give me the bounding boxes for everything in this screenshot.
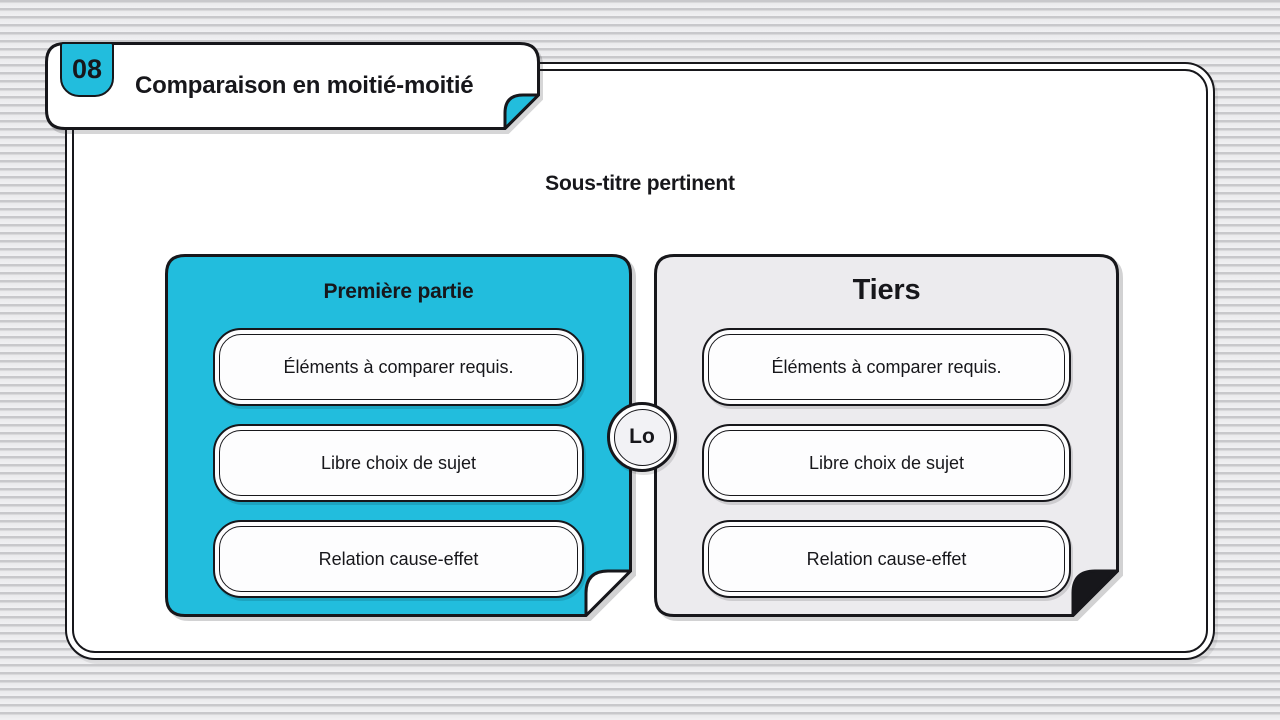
option-pill-label: Relation cause-effet (318, 548, 479, 569)
fold-corner-icon (503, 93, 540, 130)
slide-number-badge: 08 (60, 42, 114, 97)
option-pill: Éléments à comparer requis. (213, 328, 584, 406)
option-pill: Éléments à comparer requis. (702, 328, 1071, 406)
header-card-shape (45, 42, 540, 130)
header-card-background (45, 42, 540, 130)
option-pill-label: Relation cause-effet (806, 548, 967, 569)
panel-right-items: Éléments à comparer requis. Libre choix … (702, 328, 1071, 598)
option-pill: Libre choix de sujet (702, 424, 1071, 502)
option-pill-label: Éléments à comparer requis. (771, 356, 1002, 377)
panel-right-header: Tiers (852, 274, 921, 306)
slide-title: Comparaison en moitié-moitié (135, 72, 474, 99)
option-pill: Libre choix de sujet (213, 424, 584, 502)
option-pill: Relation cause-effet (213, 520, 584, 598)
fold-corner-icon (1071, 569, 1119, 617)
comparison-panel-right: Tiers Éléments à comparer requis. Libre … (654, 254, 1119, 617)
slide-subtitle: Sous-titre pertinent (545, 172, 735, 195)
main-card: Sous-titre pertinent Première partie Élé… (65, 62, 1215, 660)
option-pill-label: Libre choix de sujet (320, 452, 477, 473)
fold-corner-icon (584, 569, 632, 617)
option-pill-label: Libre choix de sujet (808, 452, 965, 473)
connector-label: Lo (629, 425, 655, 448)
connector-circle: Lo (607, 402, 677, 472)
option-pill-label: Éléments à comparer requis. (283, 356, 514, 377)
panel-left-header: Première partie (323, 280, 474, 303)
header-card: 08 Comparaison en moitié-moitié (45, 42, 540, 130)
panel-left-items: Éléments à comparer requis. Libre choix … (213, 328, 584, 598)
slide-number: 08 (71, 54, 103, 84)
comparison-panel-left: Première partie Éléments à comparer requ… (165, 254, 632, 617)
option-pill: Relation cause-effet (702, 520, 1071, 598)
